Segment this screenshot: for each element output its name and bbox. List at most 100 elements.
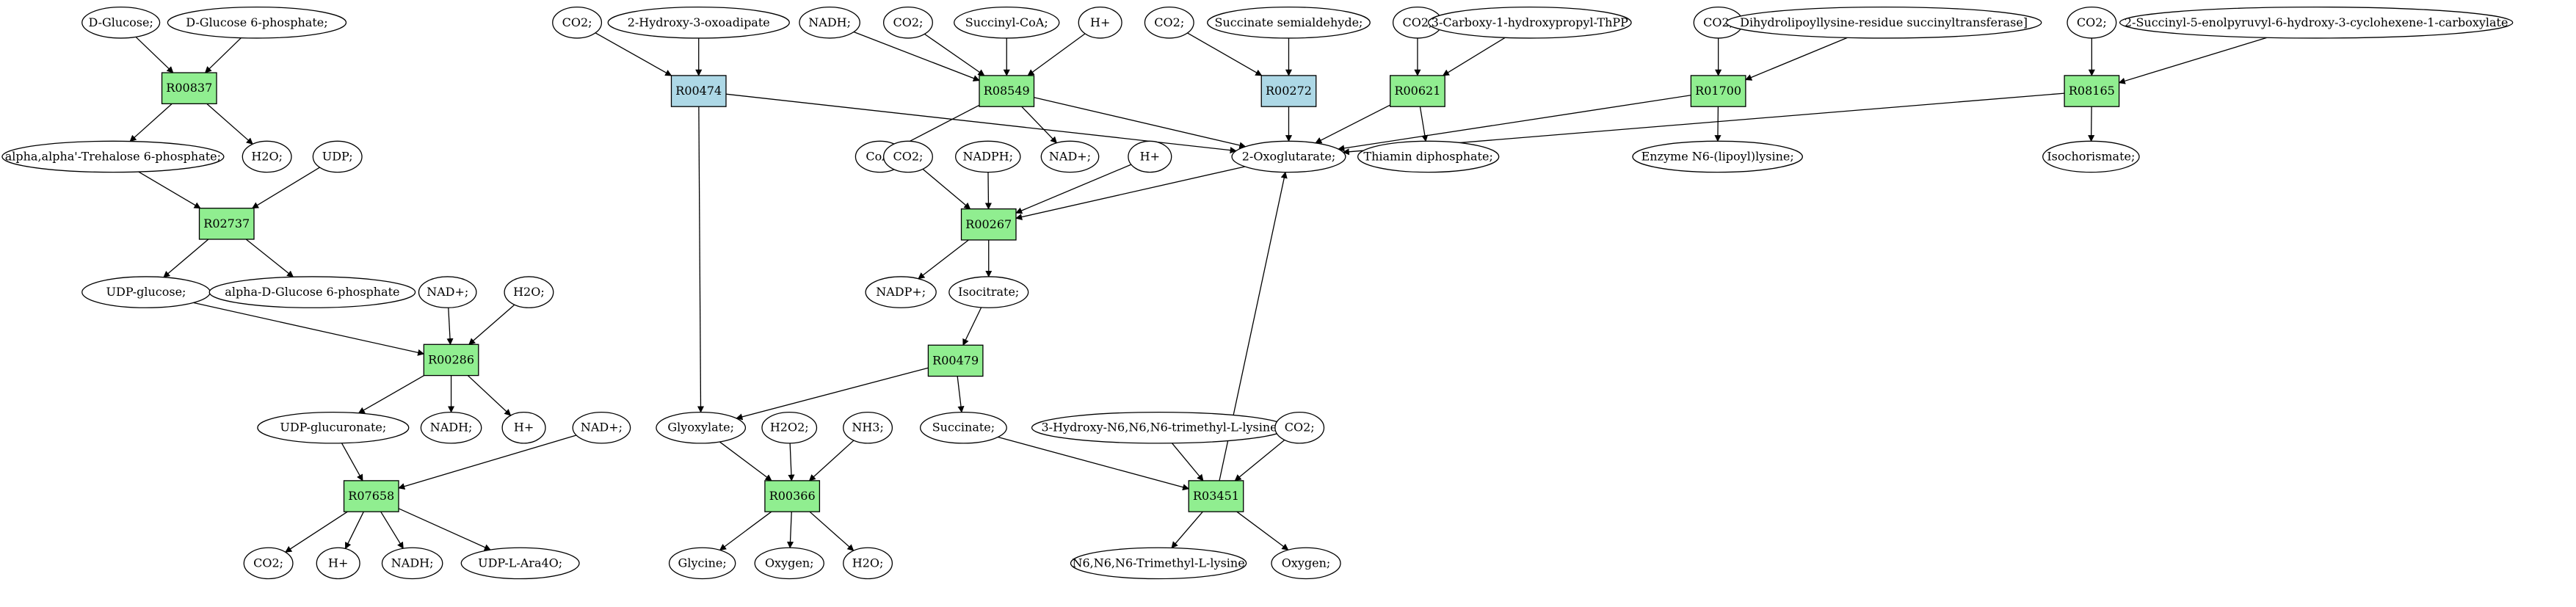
node-label: CO2; <box>893 149 924 163</box>
metabolite-node-3-hydroxy-n6-n6-n6-trimethyl-l-lysine[interactable]: 3-Hydroxy-N6,N6,N6-trimethyl-L-lysine <box>1031 411 1288 444</box>
metabolite-ellipse <box>312 140 363 173</box>
metabolite-node-succinyl-coa[interactable]: Succinyl-CoA; <box>954 6 1060 39</box>
metabolite-node-co2[interactable]: CO2; <box>1274 411 1325 444</box>
metabolite-node-co2[interactable]: CO2; <box>1693 6 1744 39</box>
metabolite-node-isochorismate[interactable]: Isochorismate; <box>2042 140 2140 173</box>
reaction-node-r00286[interactable]: R00286 <box>423 344 479 377</box>
metabolite-node-dihydrolipoyllysine-residue-succinyltransferase[interactable]: Dihydrolipoyllysine-residue succinyltran… <box>1725 6 2042 39</box>
metabolite-ellipse <box>948 276 1029 308</box>
reaction-node-r00479[interactable]: R00479 <box>927 344 984 377</box>
edge-r-r00621-to-m-thiamin <box>1419 106 1429 142</box>
edge-r-r08549-to-m-nadp-3 <box>1021 106 1058 144</box>
reaction-node-r00272[interactable]: R00272 <box>1260 75 1317 107</box>
metabolite-ellipse <box>1070 547 1247 580</box>
metabolite-node-co2[interactable]: CO2; <box>1144 6 1194 39</box>
metabolite-node-co2[interactable]: CO2; <box>552 6 603 39</box>
metabolite-ellipse <box>418 276 477 308</box>
metabolite-node-isocitrate[interactable]: Isocitrate; <box>948 276 1029 308</box>
edge-m-nadp-1-to-r-r00286 <box>446 308 454 346</box>
reaction-node-r00837[interactable]: R00837 <box>161 72 217 105</box>
metabolite-node-h[interactable]: H+ <box>1078 6 1122 39</box>
metabolite-node-alpha-alpha-trehalose-6-phosphate[interactable]: alpha,alpha'-Trehalose 6-phosphate; <box>1 140 225 173</box>
metabolite-node-co2[interactable]: CO2; <box>2067 6 2117 39</box>
metabolite-node-2-succinyl-5-enolpyruvyl-6-hydroxy-3-cyclohexene-1-carboxylate[interactable]: 2-Succinyl-5-enolpyruvyl-6-hydroxy-3-cyc… <box>2119 6 2514 39</box>
metabolite-node-co2[interactable]: CO2; <box>882 140 933 173</box>
metabolite-node-2-hydroxy-3-oxoadipate[interactable]: 2-Hydroxy-3-oxoadipate <box>607 6 790 39</box>
metabolite-node-h[interactable]: H+ <box>501 411 546 444</box>
metabolite-node-thiamin-diphosphate[interactable]: Thiamin diphosphate; <box>1357 140 1500 173</box>
node-label: Enzyme N6-(lipoyl)lysine; <box>1641 149 1794 163</box>
reaction-node-r08549[interactable]: R08549 <box>979 75 1035 107</box>
reaction-node-r00267[interactable]: R00267 <box>960 208 1017 241</box>
node-label: R01700 <box>1695 84 1741 98</box>
metabolite-node-nad[interactable]: NAD+; <box>418 276 477 308</box>
metabolite-node-udp-glucose[interactable]: UDP-glucose; <box>81 276 211 308</box>
metabolite-node-glyoxylate[interactable]: Glyoxylate; <box>656 411 747 444</box>
reaction-node-r07658[interactable]: R07658 <box>343 480 399 512</box>
edge-r-r07658-to-m-hplus-2 <box>344 511 364 550</box>
reaction-box <box>1260 75 1317 107</box>
metabolite-ellipse <box>955 140 1021 173</box>
metabolite-node-nadh[interactable]: NADH; <box>799 6 860 39</box>
metabolite-node-oxygen[interactable]: Oxygen; <box>1271 547 1341 580</box>
node-label: CO2; <box>1402 15 1432 29</box>
metabolite-node-h[interactable]: H+ <box>316 547 360 580</box>
reaction-node-r00474[interactable]: R00474 <box>670 75 727 107</box>
metabolite-node-3-carboxy-1-hydroxypropyl-thpp[interactable]: 3-Carboxy-1-hydroxypropyl-ThPP <box>1427 6 1632 39</box>
metabolite-node-udp-l-ara4o[interactable]: UDP-L-Ara4O; <box>460 547 580 580</box>
reaction-box <box>1690 75 1746 107</box>
metabolite-node-nadh[interactable]: NADH; <box>420 411 482 444</box>
reaction-box <box>1188 480 1244 512</box>
metabolite-node-nad[interactable]: NAD+; <box>1040 140 1100 173</box>
reaction-node-r00366[interactable]: R00366 <box>764 480 821 512</box>
reaction-node-r01700[interactable]: R01700 <box>1690 75 1746 107</box>
metabolite-node-nadh[interactable]: NADH; <box>381 547 443 580</box>
metabolite-node-enzyme-n6-lipoyl-lysine[interactable]: Enzyme N6-(lipoyl)lysine; <box>1632 140 1803 173</box>
metabolite-node-d-glucose-6-phosphate[interactable]: D-Glucose 6-phosphate; <box>167 6 347 39</box>
node-label: R00366 <box>769 489 816 503</box>
metabolite-ellipse <box>761 411 818 444</box>
metabolite-node-succinate[interactable]: Succinate; <box>919 411 1007 444</box>
reaction-node-r08165[interactable]: R08165 <box>2064 75 2120 107</box>
node-label: N6,N6,N6-Trimethyl-L-lysine <box>1072 556 1244 570</box>
reaction-node-r00621[interactable]: R00621 <box>1390 75 1445 107</box>
metabolite-node-h2o[interactable]: H2O; <box>504 276 554 308</box>
node-label: NAD+; <box>427 285 468 299</box>
node-label: NADH; <box>808 15 851 29</box>
metabolite-node-h2o[interactable]: H2O; <box>843 547 893 580</box>
metabolite-ellipse <box>81 6 161 39</box>
metabolite-ellipse <box>1128 140 1172 173</box>
metabolite-node-co2[interactable]: CO2; <box>882 6 933 39</box>
edge-r-r03451-to-m-trimethyllysine <box>1171 511 1203 549</box>
reaction-node-r03451[interactable]: R03451 <box>1188 480 1244 512</box>
reaction-node-r02737[interactable]: R02737 <box>198 208 255 240</box>
edge-r-r01700-to-m-oxoglutarate <box>1338 95 1691 152</box>
reaction-box <box>960 208 1017 241</box>
reaction-box <box>198 208 255 240</box>
edge-m-udpglucose-to-r-r00286 <box>193 302 425 356</box>
metabolite-node-oxygen[interactable]: Oxygen; <box>754 547 824 580</box>
metabolite-node-alpha-d-glucose-6-phosphate[interactable]: alpha-D-Glucose 6-phosphate <box>208 276 416 308</box>
metabolite-ellipse <box>504 276 554 308</box>
metabolite-node-succinate-semialdehyde[interactable]: Succinate semialdehyde; <box>1207 6 1371 39</box>
node-label: Glyoxylate; <box>667 421 734 435</box>
node-label: NAD+; <box>581 421 623 435</box>
metabolite-node-d-glucose[interactable]: D-Glucose; <box>81 6 161 39</box>
metabolite-node-nh3[interactable]: NH3; <box>843 411 893 444</box>
metabolite-node-h[interactable]: H+ <box>1128 140 1172 173</box>
metabolite-node-2-oxoglutarate[interactable]: 2-Oxoglutarate; <box>1231 140 1346 173</box>
metabolite-node-nad[interactable]: NAD+; <box>572 411 631 444</box>
metabolite-node-h2o[interactable]: H2O; <box>242 140 292 173</box>
node-label: CO2; <box>893 15 924 29</box>
metabolite-node-udp[interactable]: UDP; <box>312 140 363 173</box>
metabolite-node-co2[interactable]: CO2; <box>243 547 294 580</box>
reaction-box <box>343 480 399 512</box>
metabolite-node-h2o2[interactable]: H2O2; <box>761 411 818 444</box>
metabolite-node-n6-n6-n6-trimethyl-l-lysine[interactable]: N6,N6,N6-Trimethyl-L-lysine <box>1070 547 1247 580</box>
metabolite-node-glycine[interactable]: Glycine; <box>668 547 736 580</box>
node-label: UDP; <box>322 149 353 163</box>
metabolite-node-udp-glucuronate[interactable]: UDP-glucuronate; <box>257 411 410 444</box>
node-label: alpha-D-Glucose 6-phosphate <box>225 285 399 299</box>
metabolite-node-nadp[interactable]: NADP+; <box>865 276 937 308</box>
metabolite-node-nadph[interactable]: NADPH; <box>955 140 1021 173</box>
